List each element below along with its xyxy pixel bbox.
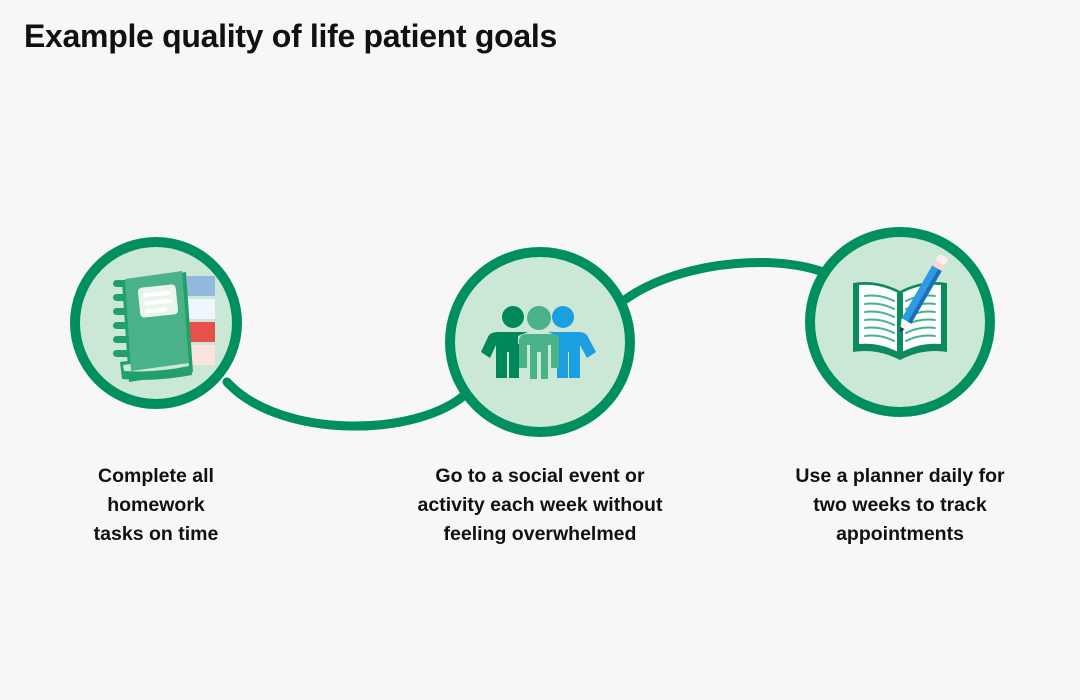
connector-2-3 bbox=[621, 258, 839, 304]
person-center-green bbox=[519, 306, 559, 379]
connector-group bbox=[222, 258, 839, 431]
book-spine bbox=[897, 293, 903, 360]
notebook-cover bbox=[125, 271, 189, 371]
three-people-icon bbox=[481, 306, 596, 379]
notebook-tab-lightblue bbox=[182, 299, 215, 319]
node-1-caption: Complete all homework tasks on time bbox=[93, 465, 219, 545]
node-3-group[interactable] bbox=[805, 227, 995, 417]
book-page-left bbox=[859, 284, 900, 353]
pencil-eraser bbox=[936, 254, 948, 265]
node-3-circle-ring bbox=[805, 227, 995, 417]
open-book-pencil-icon bbox=[853, 254, 948, 360]
book-text-left bbox=[864, 294, 895, 342]
node-2-caption: Go to a social event or activity each we… bbox=[417, 465, 663, 545]
pencil-lead bbox=[899, 326, 905, 333]
node-1-group[interactable] bbox=[70, 237, 242, 409]
pencil-ferrule bbox=[932, 259, 946, 271]
node-3-caption: Use a planner daily for two weeks to tra… bbox=[795, 465, 1005, 545]
connector-1-2 bbox=[222, 377, 473, 431]
notebook-tab-blue bbox=[182, 276, 215, 296]
page-title: Example quality of life patient goals bbox=[24, 18, 558, 54]
pencil-body-shade bbox=[907, 268, 943, 324]
person-right-blue bbox=[548, 306, 596, 378]
node-2-circle-ring bbox=[445, 247, 635, 437]
person-left-darkgreen bbox=[481, 306, 528, 378]
node-1-circle-ring bbox=[70, 237, 242, 409]
node-2-group[interactable] bbox=[445, 247, 635, 437]
pencil-body bbox=[901, 264, 943, 324]
notebook-label-lines bbox=[143, 290, 173, 314]
notebook-icon bbox=[113, 271, 215, 382]
pencil-icon bbox=[899, 254, 948, 333]
